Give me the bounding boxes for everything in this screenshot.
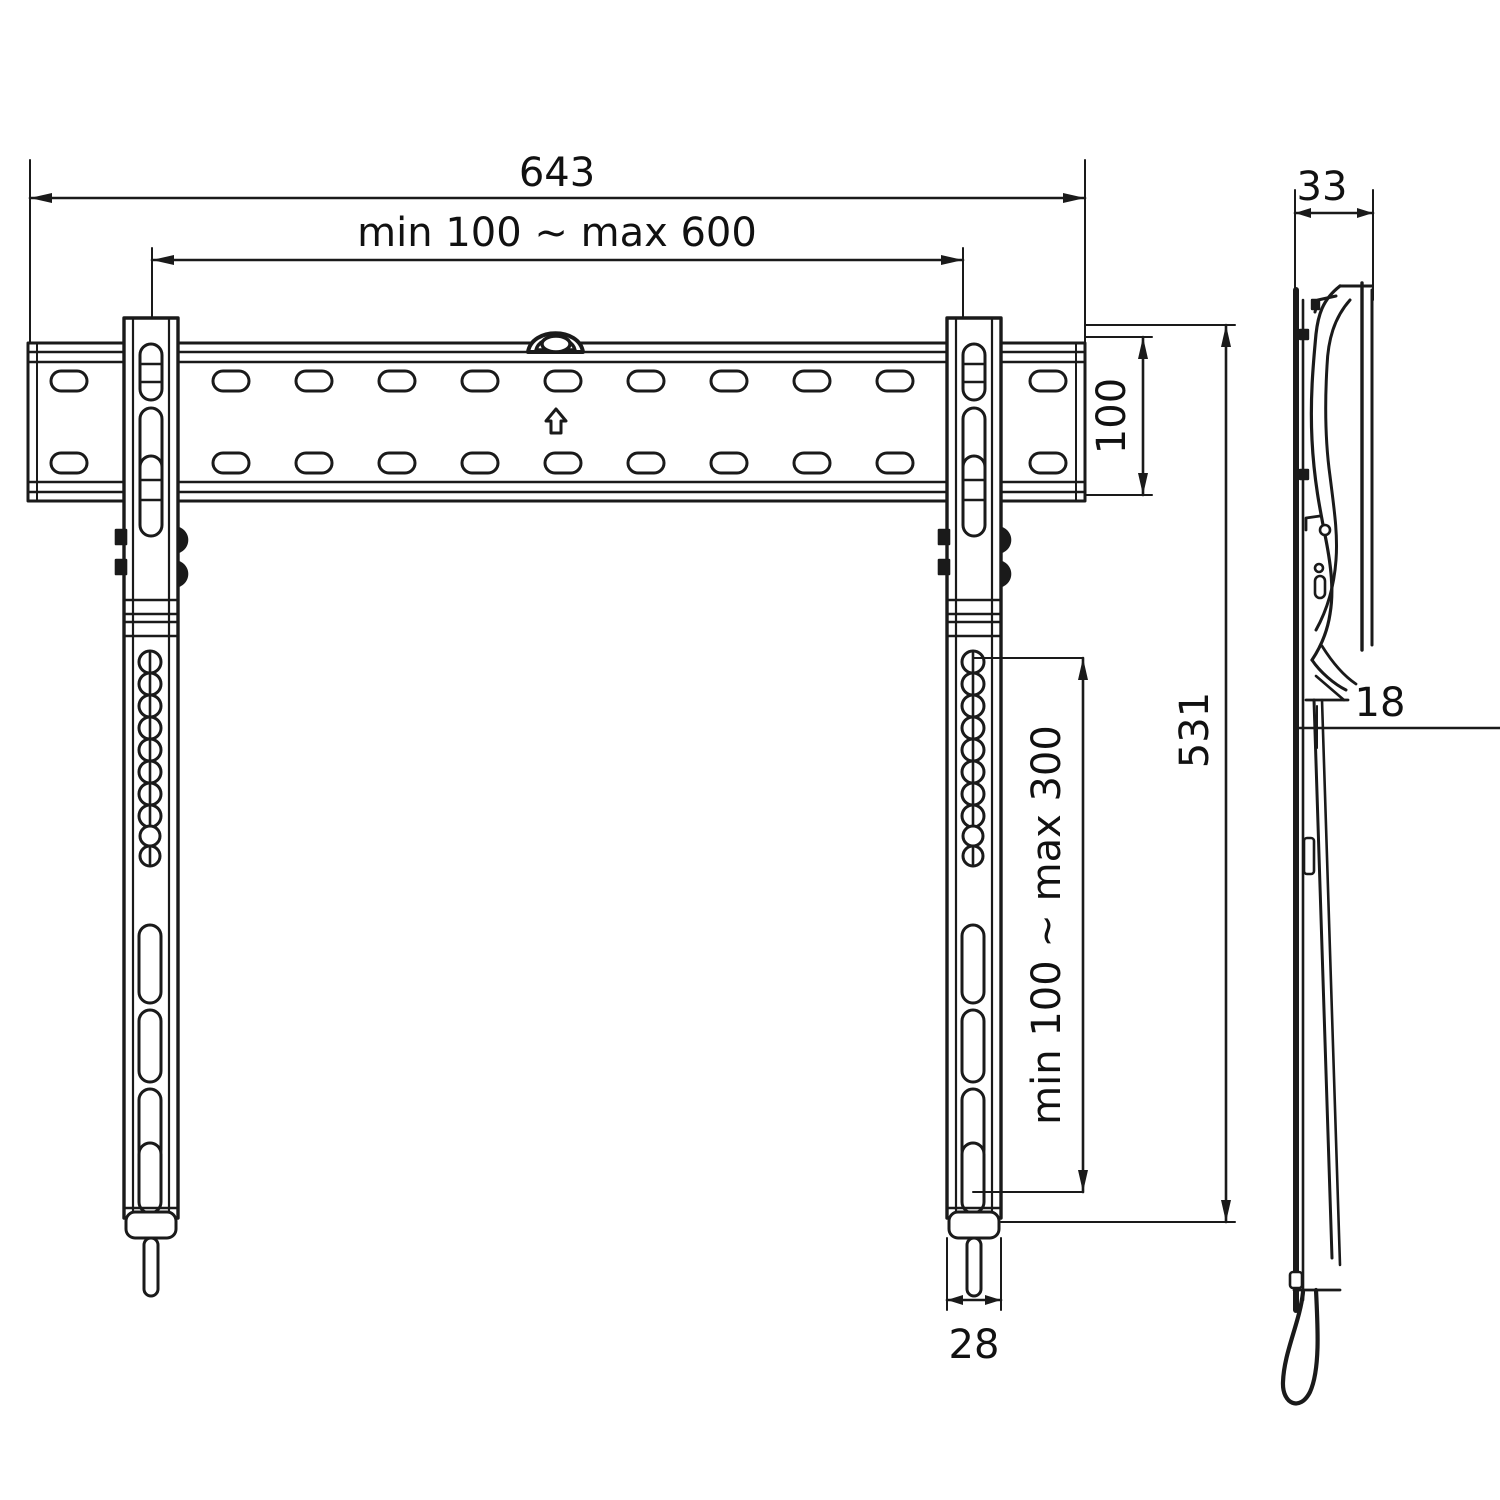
right-arm-bottom-cap — [945, 1206, 1003, 1298]
right-vertical-arm — [937, 316, 1012, 1298]
dimension-label-rail-height: 100 — [1089, 378, 1135, 454]
right-arm-top-slots — [961, 342, 987, 538]
left-arm-long-slots — [137, 923, 163, 1215]
rail-slots-top — [49, 369, 1068, 393]
left-arm-bumps — [176, 526, 189, 588]
dimension-label-arm-width: 28 — [949, 1322, 1000, 1368]
right-arm-band-joint — [945, 598, 1003, 638]
wall-rail — [26, 331, 1087, 503]
left-vertical-arm — [114, 316, 189, 1298]
right-arm-bumps — [999, 526, 1012, 588]
dimension-arm-width — [945, 1237, 1003, 1311]
dimension-label-stud-spacing: min 100 ~ max 600 — [357, 210, 757, 256]
left-arm-top-slots — [138, 342, 164, 538]
up-arrow-icon — [544, 407, 568, 435]
right-arm-long-slots — [960, 923, 986, 1215]
dimension-label-overall-height: 531 — [1172, 692, 1218, 768]
left-arm-round-holes — [137, 649, 163, 868]
dimension-rail-height — [1084, 335, 1153, 497]
dimension-label-side-thickness: 18 — [1355, 680, 1406, 726]
dimension-side-depth — [1293, 189, 1375, 301]
rail-slots-bottom — [49, 451, 1068, 475]
dimension-side-thickness — [1294, 705, 1500, 749]
dimension-label-vesa-vertical: min 100 ~ max 300 — [1024, 725, 1070, 1125]
dimension-vesa-vertical — [972, 656, 1088, 1194]
left-arm-band-joint — [122, 598, 180, 638]
dimension-overall-height — [1000, 323, 1236, 1224]
dimension-label-overall-width: 643 — [519, 150, 595, 196]
side-view-profile — [1280, 281, 1374, 1406]
right-arm-side-tabs — [937, 528, 951, 576]
dimension-overall-width — [28, 159, 1087, 351]
dimension-label-side-depth: 33 — [1297, 164, 1348, 210]
dome-hook-icon — [526, 331, 585, 354]
left-arm-side-tabs — [114, 528, 128, 576]
right-arm-round-holes — [960, 649, 986, 868]
left-arm-bottom-cap — [122, 1206, 180, 1298]
